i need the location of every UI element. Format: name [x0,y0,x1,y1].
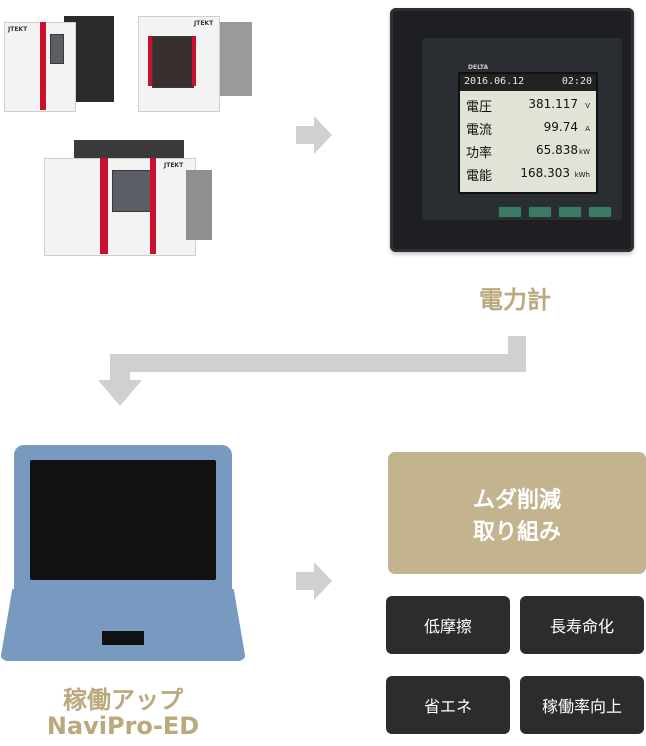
meter-button-1 [498,206,522,218]
arrow-right-icon [296,116,332,154]
power-meter-date: 2016.06.12 [464,76,525,87]
machine-1-logo: JTEKT [8,26,28,33]
power-meter-time: 02:20 [561,76,592,87]
laptop-base [0,589,246,661]
benefit-low-friction: 低摩擦 [386,596,510,654]
machine-3-top [74,140,184,160]
machine-2-stripe-2 [192,36,196,86]
machine-3-stripe-2 [150,158,156,254]
meter-row-current: 電流 99.74 A [466,117,590,139]
meter-row-label: 功率 [466,146,493,161]
meter-row-unit: A [585,125,590,133]
power-meter-screen: 2016.06.12 02:20 電圧 381.117 V 電流 99.74 A… [458,72,598,194]
meter-row-label: 電流 [466,123,493,138]
meter-row-label: 電能 [466,169,493,184]
meter-button-2 [528,206,552,218]
benefit-longer-life: 長寿命化 [520,596,644,654]
meter-button-3 [558,206,582,218]
app-label-line1: 稼働アップ [63,686,183,714]
meter-row-unit: kW [579,148,590,156]
meter-row-unit: kWh [574,171,590,179]
arrow-elbow-down-left-icon [98,336,526,406]
benefit-energy-saving: 省エネ [386,676,510,734]
power-meter-brand: DELTA [468,64,489,71]
meter-row-voltage: 電圧 381.117 V [466,94,590,116]
meter-row-value: 168.303 [520,166,570,180]
meter-row-unit: V [585,102,590,110]
meter-row-power: 功率 65.838 kW [466,140,590,162]
machine-2-logo: JTEKT [194,20,214,27]
outcome-panel: ムダ削減 取り組み [388,452,646,574]
machine-3-window [112,170,154,212]
meter-row-value: 381.117 [528,97,578,111]
machine-3-logo: JTEKT [164,162,184,169]
meter-row-value: 65.838 [536,143,578,157]
outcome-title-line1: ムダ削減 [472,488,561,513]
machine-3-stripe [100,158,108,254]
machine-2: JTEKT [138,12,256,112]
laptop-touchpad [102,631,144,645]
machine-3-side [186,170,212,240]
laptop-screen [30,460,216,580]
machine-1-stripe [40,22,46,110]
outcome-title-line2: 取り組み [472,520,561,545]
power-meter: DELTA 2016.06.12 02:20 電圧 381.117 V 電流 9… [390,8,634,252]
machine-1: JTEKT [4,12,116,112]
power-meter-status-bar: 2016.06.12 02:20 [460,74,596,91]
meter-row-energy: 電能 168.303 kWh [466,163,590,185]
arrow-right-icon-2 [296,562,332,600]
machine-2-stripe [148,36,152,86]
machine-3: JTEKT [44,140,214,256]
meter-row-label: 電圧 [466,100,493,115]
power-meter-label: 電力計 [479,286,551,314]
app-label-line2: NaviPro-ED [46,712,200,740]
benefit-uptime-improvement: 稼働率向上 [520,676,644,734]
machine-1-panel [50,34,64,64]
meter-button-4 [588,206,612,218]
machine-2-window [152,36,194,88]
meter-row-value: 99.74 [543,120,578,134]
